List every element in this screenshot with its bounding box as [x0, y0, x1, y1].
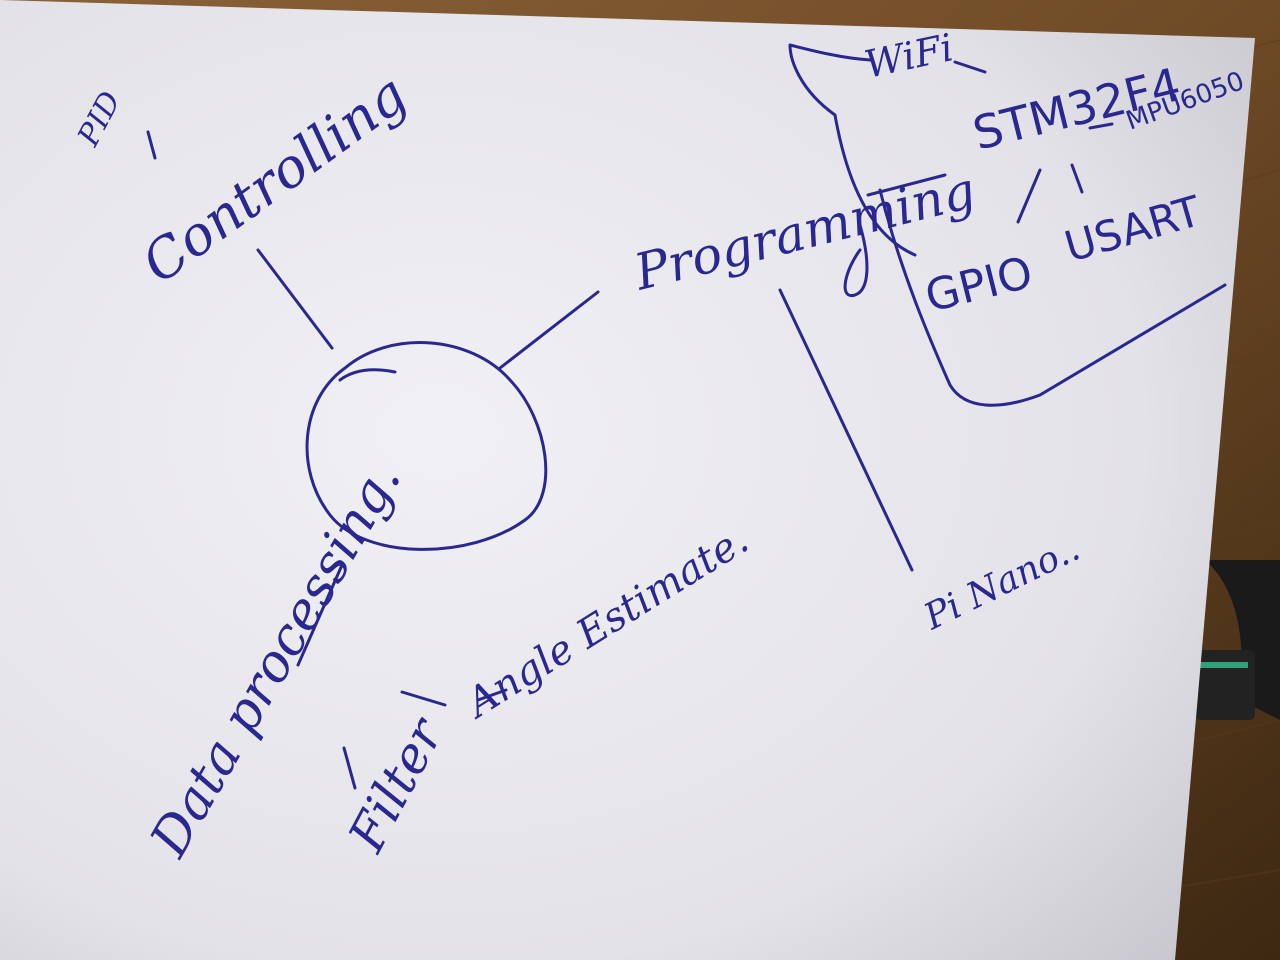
line-wifi-loop — [788, 43, 917, 257]
line-pi-nano — [778, 288, 914, 572]
cable-connector — [1195, 560, 1280, 720]
line-programming-hook — [843, 223, 869, 297]
tick-pid — [146, 130, 157, 160]
line-controlling — [256, 248, 334, 350]
line-programming — [498, 290, 600, 370]
stm32-bracket — [878, 188, 1227, 407]
line-mpu — [1088, 122, 1114, 130]
line-data-processing — [296, 563, 344, 667]
line-wifi-stm — [953, 60, 987, 74]
mindmap-lines — [146, 43, 1227, 790]
tick-angle — [400, 690, 447, 707]
line-usart — [1070, 163, 1084, 194]
tick-filter — [342, 746, 357, 790]
line-gpio — [1016, 168, 1042, 224]
strike-angle — [476, 688, 508, 702]
center-circle — [305, 341, 548, 551]
center-circle-mark — [338, 368, 397, 382]
